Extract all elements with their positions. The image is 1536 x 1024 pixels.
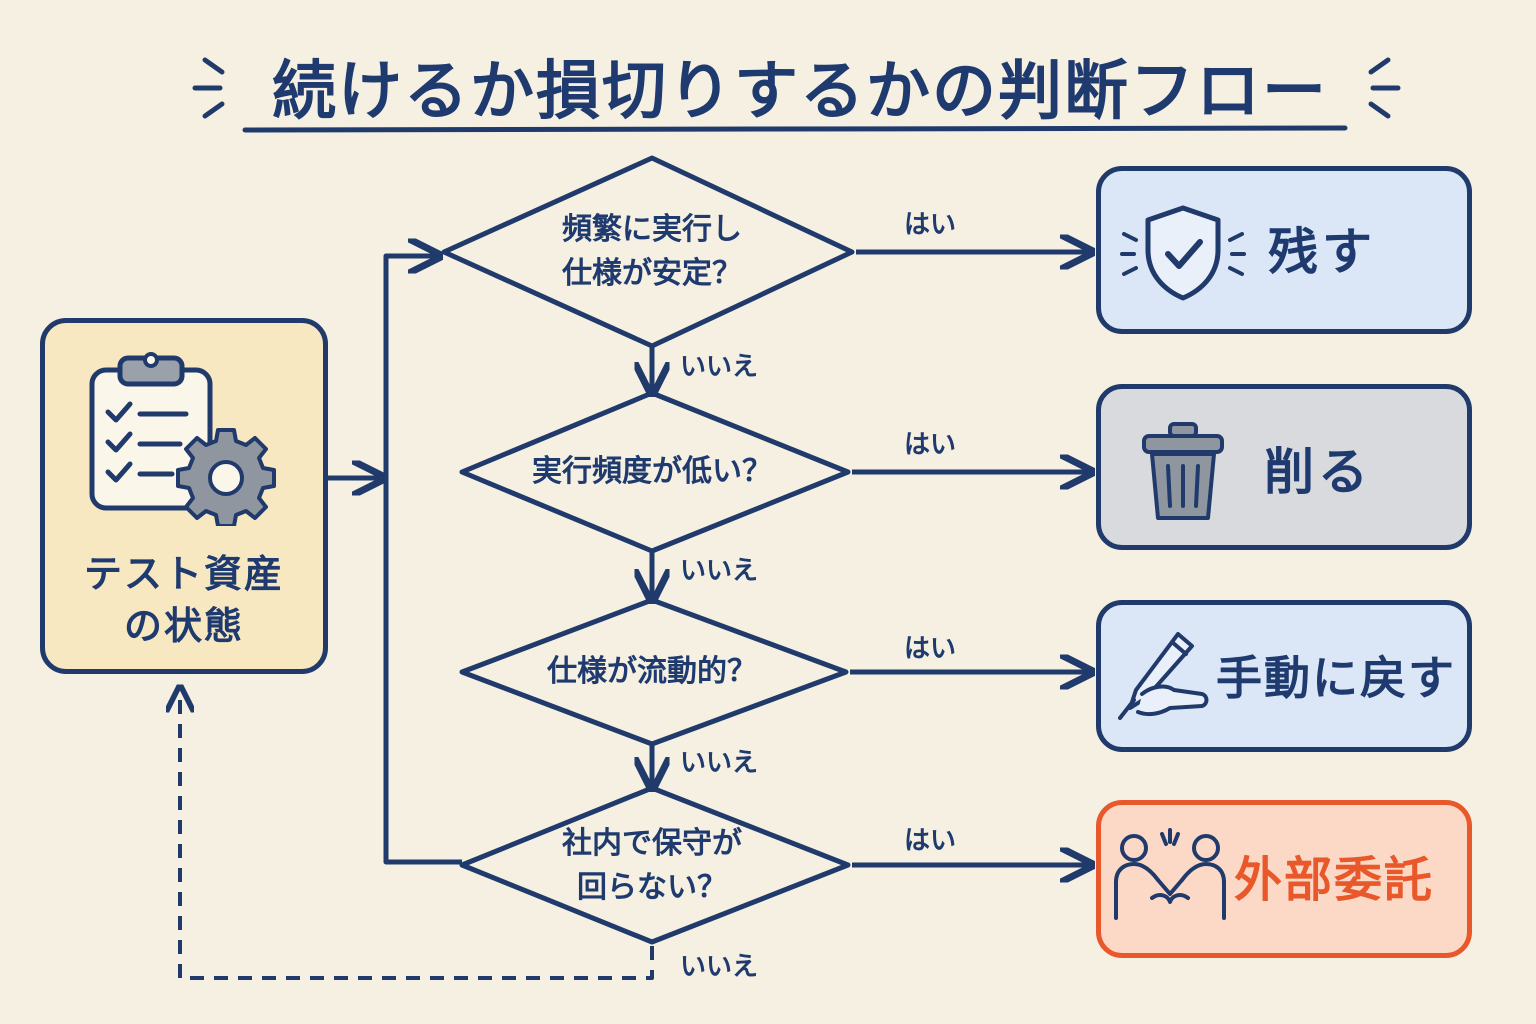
yes-label-1: はい	[904, 210, 957, 240]
loop-back-dashed	[180, 690, 654, 980]
question-1-line1: 頻繁に実行し	[562, 212, 742, 247]
no-label-4: いいえ	[680, 952, 759, 982]
trash-icon	[1142, 422, 1224, 520]
yes-label-3: はい	[904, 634, 957, 664]
clipboard-gear-icon	[89, 352, 276, 526]
question-3-line1: 仕様が流動的？	[547, 654, 757, 689]
question-4-line1: 社内で保守が	[562, 826, 742, 861]
yes-label-2: はい	[904, 430, 957, 460]
no-label-1: いいえ	[680, 352, 759, 382]
title-sparks-left	[192, 57, 225, 119]
no-label-3: いいえ	[680, 748, 759, 778]
question-1: 頻繁に実行し 仕様が安定？	[496, 208, 808, 296]
question-2: 実行頻度が低い？	[496, 450, 808, 494]
yes-label-4: はい	[904, 826, 957, 856]
pencil-hand-icon	[1118, 632, 1209, 720]
outcome-manual-label: 手動に戻す	[1216, 651, 1456, 705]
outcome-keep-label: 残す	[1268, 223, 1376, 281]
decision-diamond-4	[459, 785, 851, 945]
title-sparks-right	[1368, 57, 1401, 119]
page-title: 続けるか損切りするかの判断フロー	[272, 55, 1328, 129]
no-label-2: いいえ	[680, 556, 759, 586]
outcome-outsource-label: 外部委託	[1234, 852, 1435, 908]
question-4: 社内で保守が 回らない？	[496, 822, 808, 910]
question-1-line2: 仕様が安定？	[562, 256, 742, 291]
shield-check-icon	[1120, 205, 1246, 301]
handshake-icon	[1114, 828, 1226, 920]
start-label: テスト資産 の状態	[40, 548, 328, 652]
start-label-line2: の状態	[123, 604, 244, 648]
question-3: 仕様が流動的？	[496, 650, 808, 694]
question-4-line2: 回らない？	[577, 870, 727, 905]
question-2-line1: 実行頻度が低い？	[532, 454, 772, 489]
title-underline	[242, 125, 1348, 133]
start-label-line1: テスト資産	[83, 552, 284, 596]
branch-line	[383, 256, 462, 865]
outcome-delete-label: 削る	[1264, 443, 1372, 501]
